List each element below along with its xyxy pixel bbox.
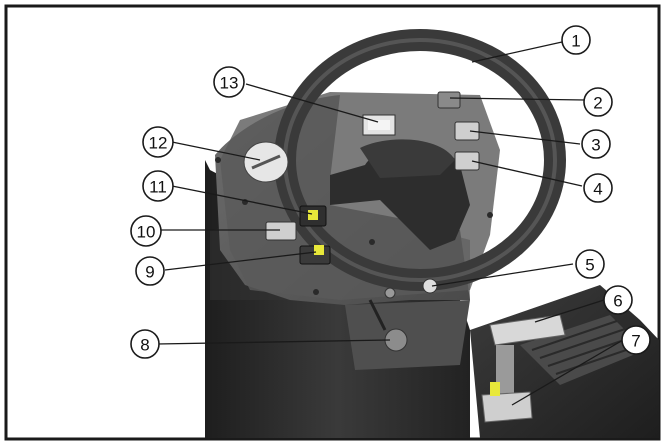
panel-screws: [215, 157, 493, 295]
callout-circle: [130, 215, 162, 247]
callout-circle: [621, 325, 651, 355]
pedal-stem: [496, 345, 514, 400]
callout-label: 2: [593, 94, 602, 113]
callout-9: 9: [135, 256, 165, 286]
switch-11-indicator: [308, 210, 318, 220]
callout-8: 8: [130, 329, 160, 359]
drive-pedal: [489, 314, 566, 346]
callout-label: 13: [220, 74, 239, 93]
callout-circle: [142, 170, 174, 202]
wheel-hub-top: [360, 139, 455, 178]
callout-circle: [142, 126, 174, 158]
callout-label: 11: [149, 178, 167, 197]
button-2: [437, 91, 461, 109]
callout-7: 7: [621, 325, 651, 355]
callout-label: 3: [591, 136, 600, 155]
callout-circle: [561, 25, 591, 55]
pedal-yellow-indicator: [490, 382, 500, 396]
button-4: [454, 151, 480, 171]
callout-circle: [130, 329, 160, 359]
callout-circle: [583, 87, 613, 117]
callout-label: 1: [571, 32, 580, 51]
callout-3: 3: [581, 129, 611, 159]
key-slot: [251, 154, 281, 170]
callout-circle: [603, 285, 633, 315]
switch-10: [265, 221, 297, 241]
callout-label: 4: [593, 180, 602, 199]
callout-circle: [213, 66, 245, 98]
callout-11: 11: [142, 170, 174, 202]
callout-circle: [575, 249, 605, 279]
callout-12: 12: [142, 126, 174, 158]
callout-circle: [135, 256, 165, 286]
switch-9-indicator: [314, 245, 324, 255]
callout-label: 5: [585, 256, 594, 275]
callout-label: 8: [140, 336, 149, 355]
leader-lines: [156, 41, 624, 406]
pedal-lever: [481, 391, 533, 423]
front-cover: [345, 300, 470, 370]
callout-13: 13: [213, 66, 245, 98]
callout-label: 10: [137, 223, 156, 242]
callout-10: 10: [130, 215, 162, 247]
callout-label: 6: [613, 292, 622, 311]
connector-5: [422, 278, 438, 294]
callout-1: 1: [561, 25, 591, 55]
callout-circle: [583, 173, 613, 203]
display-screen: [368, 120, 390, 130]
lever-8-stem: [368, 299, 387, 331]
callout-label: 9: [145, 263, 154, 282]
callout-5: 5: [575, 249, 605, 279]
callout-circle: [581, 129, 611, 159]
callout-6: 6: [603, 285, 633, 315]
callout-label: 7: [631, 332, 640, 351]
button-3: [454, 121, 480, 141]
callout-label: 12: [149, 134, 168, 153]
callout-4: 4: [583, 173, 613, 203]
connector-aux: [384, 287, 396, 299]
callout-2: 2: [583, 87, 613, 117]
